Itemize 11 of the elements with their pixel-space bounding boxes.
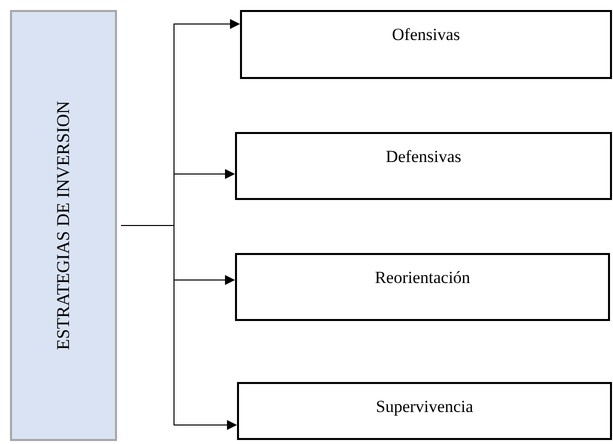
strategy-label: Supervivencia bbox=[376, 396, 474, 418]
strategy-box bbox=[235, 132, 612, 200]
strategy-label: Reorientación bbox=[374, 267, 470, 288]
category-label: ESTRATEGIAS DE INVERSION bbox=[52, 101, 74, 350]
strategy-label: Defensivas bbox=[386, 146, 462, 168]
category-box bbox=[10, 10, 117, 441]
connector-arrow bbox=[120, 225, 237, 430]
strategy-label: Ofensivas bbox=[392, 24, 460, 46]
strategy-box bbox=[240, 10, 612, 79]
strategy-box bbox=[235, 253, 610, 321]
strategy-box bbox=[237, 382, 612, 440]
